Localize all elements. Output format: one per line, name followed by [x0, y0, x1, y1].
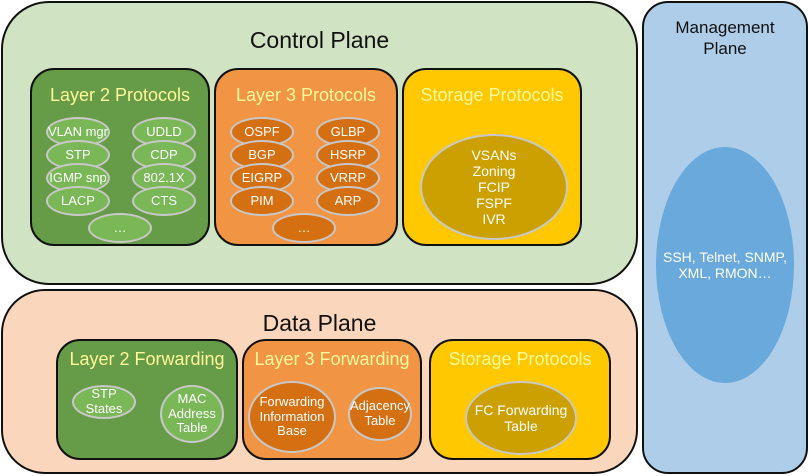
protocol-lacp: LACP [46, 186, 110, 216]
mac-address-table: MAC Address Table [160, 385, 224, 443]
protocol-cts: CTS [132, 186, 196, 216]
forwarding-information-base: Forwarding Information Base [248, 381, 336, 453]
data-layer3-forwarding: Layer 3 Forwarding Forwarding Informatio… [242, 339, 422, 460]
protocol-udld: UDLD [132, 117, 196, 147]
control-plane-title: Control Plane [249, 27, 390, 53]
control-layer2-protocols: Layer 2 Protocols VLAN mgr UDLD STP CDP … [30, 68, 210, 246]
data-storage-protocols: Storage Protocols FC Forwarding Table [429, 339, 611, 460]
data-plane: Data Plane Layer 2 Forwarding STP States… [1, 289, 638, 474]
protocol-bgp: BGP [230, 140, 294, 170]
management-plane-title: Management Plane [675, 18, 775, 58]
control-layer3-title: Layer 3 Protocols [235, 85, 377, 105]
management-plane: Management Plane SSH, Telnet, SNMP, XML,… [642, 1, 808, 474]
control-storage-protocols: Storage Protocols VSANs Zoning FCIP FSPF… [402, 68, 582, 246]
control-plane: Control Plane Layer 2 Protocols VLAN mgr… [1, 1, 638, 285]
protocol-more: … [272, 213, 336, 243]
protocol-glbp: GLBP [316, 117, 380, 147]
control-layer2-title: Layer 2 Protocols [49, 85, 191, 105]
stp-states: STP States [72, 385, 136, 419]
storage-protocol-list: VSANs Zoning FCIP FSPF IVR [420, 134, 568, 240]
data-storage-title: Storage Protocols [448, 349, 592, 369]
control-storage-title: Storage Protocols [420, 85, 564, 105]
management-protocol-list: SSH, Telnet, SNMP, XML, RMON… [656, 147, 794, 383]
protocol-pim: PIM [230, 186, 294, 216]
data-layer2-title: Layer 2 Forwarding [69, 349, 225, 369]
fc-forwarding-table: FC Forwarding Table [465, 381, 577, 455]
protocol-arp: ARP [316, 186, 380, 216]
adjacency-table: Adjacency Table [348, 387, 412, 441]
data-layer3-title: Layer 3 Forwarding [254, 349, 410, 369]
protocol-more: … [88, 213, 152, 243]
control-layer3-protocols: Layer 3 Protocols OSPF GLBP BGP HSRP EIG… [214, 68, 398, 246]
data-layer2-forwarding: Layer 2 Forwarding STP States MAC Addres… [56, 339, 238, 460]
data-plane-title: Data Plane [262, 310, 377, 336]
